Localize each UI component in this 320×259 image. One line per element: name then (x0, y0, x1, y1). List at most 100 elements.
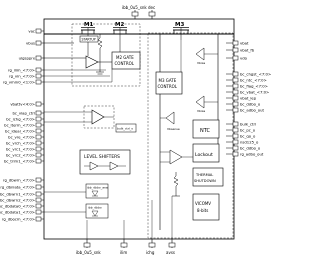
top-pin-ibb: ibb_0u5_snk (122, 5, 147, 10)
left-pin-label: ulgspprx (19, 55, 36, 60)
lockout-block (192, 143, 220, 163)
right-pin-box (232, 133, 239, 139)
current-sense-resistor (96, 34, 104, 75)
left-pin-box (35, 209, 42, 215)
level-shifters-block (79, 149, 131, 175)
top-pin-dec-box (148, 11, 156, 17)
left-pin-label: bc_vrc2_<7:0> (6, 152, 35, 157)
right-pin-box (232, 127, 239, 133)
left-pin-label: bc_vrc1_<7:0> (6, 146, 35, 151)
right-pin-label: bc_ddbo_o (240, 145, 261, 150)
m3-label: M3 (175, 22, 184, 28)
left-pin-label: vbus (26, 40, 35, 45)
left-pin-label: bc_vlap_ctrl (12, 110, 35, 115)
left-pin-box (35, 203, 42, 209)
left-pin-box (35, 116, 42, 122)
bottom-pin-ichg: ichg (146, 250, 155, 255)
left-pin-box (35, 101, 42, 107)
charge-current-amp (160, 149, 193, 165)
left-pin-label: bc_vre_<7:0> (8, 134, 35, 139)
left-pins: vac vbus ulgspprx rg_ilim_<7:0>rg_vin_<7:0>… (0, 28, 44, 221)
left-pin-box (35, 146, 42, 152)
vicom-label-2: 8-bits (197, 208, 208, 213)
input-amplifier (44, 42, 112, 69)
startup-label: STARTUP (82, 38, 96, 42)
left-pin-box (35, 158, 42, 164)
vicom-adc-block (192, 193, 220, 221)
left-pin-label: bc_ideal_<7:0> (5, 128, 35, 133)
startup-block (79, 35, 99, 43)
right-pin-box (232, 83, 239, 89)
m2-gate-label-2: CONTROL (115, 61, 135, 66)
left-pin-box (35, 216, 42, 222)
vbatt-ctrl-label: bulk_ctrl_o (117, 127, 133, 131)
right-pin-label: rg_adbo_out (240, 151, 264, 156)
left-pin-label: bc_dbwrn2_<7:0> (0, 197, 35, 202)
m3-gate-label-1: M3 GATE (159, 78, 177, 83)
left-pin-box (35, 110, 42, 116)
left-pin-label: bc_trim1_<7:0> (4, 158, 35, 163)
left-pin-label: rg_vin_<7:0> (9, 73, 35, 78)
right-pin-label: bc_chgst_<7:0> (240, 71, 271, 76)
vbias-comparator-2 (195, 95, 218, 109)
charger-block-diagram: ibb_0u5_snk dec ibb_0u5_snk ilim ichg av… (0, 5, 271, 255)
right-pin-box (232, 139, 239, 145)
left-pin-label: rg_vmin0_<1:0> (3, 79, 35, 84)
right-pin-label: vbat (240, 40, 249, 45)
sense-resistor-2 (172, 172, 180, 197)
right-pin-box (232, 101, 239, 107)
left-pin-box (35, 191, 42, 197)
left-pin-box (35, 79, 42, 85)
left-pin-box (35, 152, 42, 158)
left-pin-box (35, 55, 42, 61)
left-pin-label: bc_dbwrn1_<7:0> (0, 191, 35, 196)
lockout-label: Lockout (195, 152, 213, 158)
vicom-label-1: VICOMV (195, 201, 211, 206)
vbsense-label: Vbsense (167, 127, 180, 131)
left-pin-box (35, 40, 42, 46)
m3-transistor (173, 27, 189, 40)
right-pin-box (232, 145, 239, 151)
left-pin-label: bc_ichg_<7:0> (6, 116, 35, 121)
right-pin-label: vbat_lep (240, 95, 257, 100)
right-pin-box (232, 55, 239, 61)
left-pin-box (35, 28, 42, 34)
left-pin-box (35, 197, 42, 203)
bottom-pin-ibb: ibb_0u5_snk (76, 250, 101, 255)
left-pin-box (35, 184, 42, 190)
right-pin-label: bc_pc_o (240, 127, 256, 132)
vbias-label-a: Vbias (197, 61, 206, 65)
left-pin-label: rg_ilim_<7:0> (8, 67, 35, 72)
left-pin-label: vac (28, 28, 35, 33)
left-pin-label: bc_vrch_<7:0> (6, 140, 35, 145)
left-pin-box (35, 140, 42, 146)
vbias-comparator-1 (195, 47, 218, 61)
right-pin-box (232, 40, 239, 46)
left-pin-box (35, 177, 42, 183)
power-path-region (147, 32, 234, 239)
m2-gate-label-1: M2 GATE (116, 55, 134, 60)
m3-gate-control-block (155, 71, 183, 95)
m1-label: M1 (84, 22, 93, 28)
thermal-shutdown-block (192, 167, 224, 187)
right-pin-label: bc_ntc_<7:0> (240, 77, 267, 82)
bottom-pins (83, 239, 176, 248)
m1-transistor (81, 27, 95, 36)
right-pin-box (232, 47, 239, 53)
m3-gate-label-2: CONTROL (158, 84, 178, 89)
vbatt-ctrl-block (115, 123, 137, 133)
right-pin-label: vbat_fb (240, 47, 255, 52)
bottom-pin-avss: avss (166, 250, 175, 255)
m2-label: M2 (115, 22, 124, 28)
level-shifters-label: LEVEL SHIFTERS (84, 154, 120, 160)
thermal-label-2: SHUTDOWN (194, 179, 216, 183)
right-pin-label: vdo (240, 55, 248, 60)
m2-transistor (113, 27, 127, 52)
left-pin-label: rg_dbnlata_<7:0> (0, 184, 35, 189)
ibb-dbbo-label: ibb_dbbo (88, 206, 102, 210)
ntc-block (192, 119, 220, 139)
left-pin-box (35, 73, 42, 79)
left-pin-box (35, 122, 42, 128)
ntc-label: NTC (200, 128, 211, 134)
